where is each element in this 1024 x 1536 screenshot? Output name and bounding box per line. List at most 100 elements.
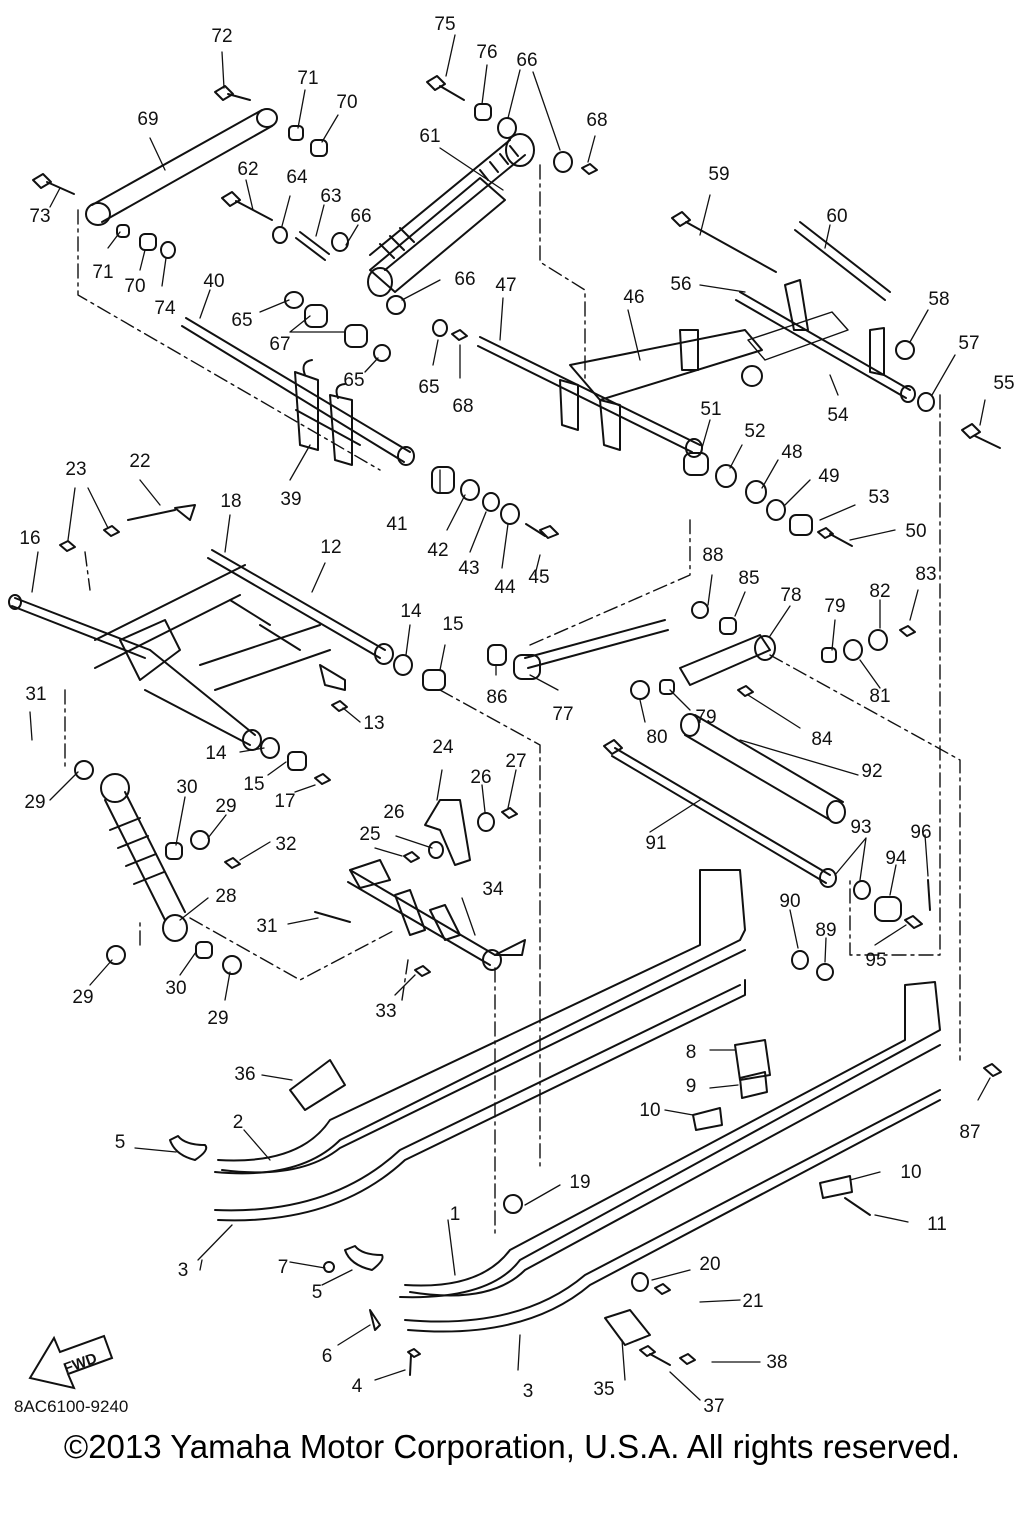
callout-label: 40 — [203, 271, 224, 292]
callout-label: 67 — [269, 334, 290, 355]
callout-label: 66 — [350, 206, 371, 227]
callout-label: 57 — [958, 333, 979, 354]
callout-label: 93 — [850, 817, 871, 838]
callout-label: 68 — [452, 396, 473, 417]
callout-label: 77 — [552, 704, 573, 725]
diagram-code: 8AC6100-9240 — [14, 1397, 129, 1416]
rear-arm — [181, 317, 415, 466]
front-arm — [477, 329, 763, 458]
callout-label: 26 — [470, 767, 491, 788]
bottom-hardware — [323, 1261, 421, 1376]
callout-label: 89 — [815, 920, 836, 941]
frame-bushings — [260, 654, 446, 785]
callout-label: 80 — [646, 727, 667, 748]
callout-label: 5 — [115, 1132, 126, 1153]
callout-label: 85 — [738, 568, 759, 589]
callout-label: 6 — [322, 1346, 333, 1367]
callout-label: 71 — [92, 262, 113, 283]
callout-label: 15 — [243, 774, 264, 795]
callout-label: 96 — [910, 822, 931, 843]
callout-label: 34 — [482, 879, 504, 900]
right-links — [487, 601, 916, 700]
callout-label: 69 — [137, 109, 158, 130]
lower-arm — [314, 799, 526, 977]
callout-label: 81 — [869, 686, 890, 707]
callout-label: 10 — [639, 1100, 660, 1121]
callout-label: 11 — [927, 1214, 947, 1235]
callout-label: 70 — [336, 92, 357, 113]
bushings-right — [683, 452, 853, 547]
callout-label: 30 — [165, 978, 186, 999]
callout-label: 91 — [645, 833, 666, 854]
callout-label: 14 — [205, 743, 227, 764]
front-frame — [8, 549, 394, 751]
callout-label: 13 — [363, 713, 384, 734]
callout-label: 60 — [826, 206, 847, 227]
callout-label: 78 — [780, 585, 801, 606]
callout-label: 49 — [818, 466, 839, 487]
callout-label: 22 — [129, 451, 150, 472]
callout-labels: 72 75 76 66 71 70 69 68 61 62 64 63 66 7… — [19, 14, 1014, 1417]
callout-label: 95 — [865, 950, 886, 971]
callout-label: 90 — [779, 891, 800, 912]
callout-label: 61 — [419, 126, 440, 147]
callout-label: 63 — [320, 186, 341, 207]
callout-label: 56 — [670, 274, 691, 295]
cross-shaft — [603, 713, 931, 981]
callout-label: 70 — [124, 276, 145, 297]
upper-shaft — [735, 221, 916, 403]
callout-label: 38 — [766, 1352, 787, 1373]
callout-label: 84 — [811, 729, 833, 750]
callout-label: 86 — [486, 687, 507, 708]
callout-label: 92 — [861, 761, 882, 782]
callout-label: 1 — [450, 1204, 461, 1225]
callout-label: 5 — [312, 1282, 323, 1303]
callout-label: 53 — [868, 487, 889, 508]
callout-label: 29 — [215, 796, 236, 817]
callout-label: 94 — [885, 848, 907, 869]
callout-label: 74 — [154, 298, 176, 319]
callout-label: 35 — [593, 1379, 614, 1400]
torque-rod — [85, 108, 278, 226]
callout-label: 44 — [494, 577, 516, 598]
callout-label: 15 — [442, 614, 463, 635]
callout-label: 9 — [686, 1076, 697, 1097]
front-hardware — [59, 504, 348, 712]
callout-label: 18 — [220, 491, 241, 512]
callout-label: 29 — [24, 792, 45, 813]
bushings-center — [431, 466, 559, 539]
callout-label: 28 — [215, 886, 236, 907]
callout-label: 29 — [72, 987, 93, 1008]
callout-label: 3 — [523, 1381, 534, 1402]
callout-label: 31 — [25, 684, 46, 705]
bolts-top — [32, 75, 1001, 449]
callout-label: 52 — [744, 421, 765, 442]
copyright-notice: ©2013 Yamaha Motor Corporation, U.S.A. A… — [63, 1428, 961, 1465]
callout-label: 88 — [702, 545, 723, 566]
callout-label: 21 — [742, 1291, 763, 1312]
callout-label: 83 — [915, 564, 936, 585]
callout-label: 62 — [237, 159, 258, 180]
collars-washers — [116, 103, 935, 412]
callout-label: 55 — [993, 373, 1014, 394]
callout-label: 25 — [359, 824, 380, 845]
callout-label: 72 — [211, 26, 232, 47]
callout-label: 2 — [233, 1112, 244, 1133]
callout-label: 24 — [432, 737, 454, 758]
callout-label: 47 — [495, 275, 516, 296]
callout-label: 68 — [586, 110, 607, 131]
callout-label: 79 — [824, 596, 845, 617]
callout-label: 50 — [905, 521, 926, 542]
callout-label: 65 — [343, 370, 364, 391]
callout-label: 48 — [781, 442, 802, 463]
callout-label: 66 — [516, 50, 537, 71]
callout-label: 8 — [686, 1042, 697, 1063]
callout-label: 31 — [256, 916, 277, 937]
callout-label: 36 — [234, 1064, 255, 1085]
callout-leaders — [29, 34, 991, 1401]
callout-label: 41 — [386, 514, 407, 535]
callout-label: 37 — [703, 1396, 724, 1417]
callout-label: 82 — [869, 581, 890, 602]
callout-label: 64 — [286, 167, 308, 188]
